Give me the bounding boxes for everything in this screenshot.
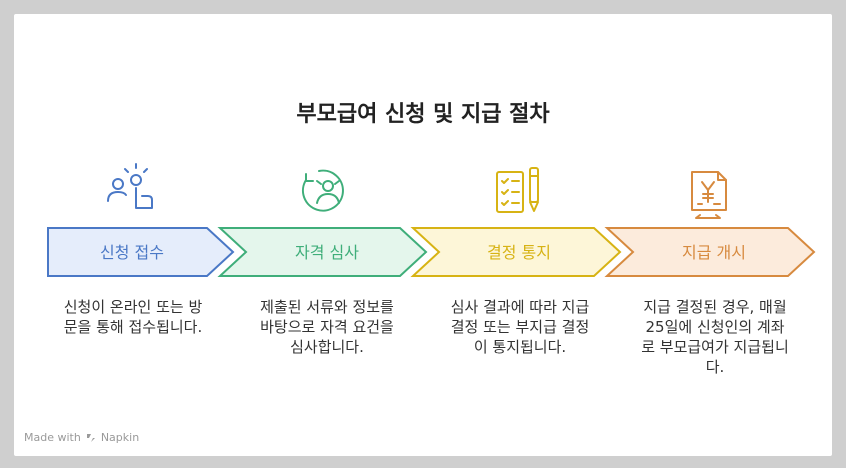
step-label-notify: 결정 통지 <box>487 243 551 262</box>
step-arrow-notify <box>410 227 622 277</box>
napkin-logo-icon <box>86 433 95 442</box>
person-pointing-icon <box>107 163 153 209</box>
step-description-payment: 지급 결정된 경우, 매월 25일에 신청인의 계좌로 부모급여가 지급됩니다. <box>641 298 789 376</box>
step-label-payment: 지급 개시 <box>682 243 746 262</box>
step-label-review: 자격 심사 <box>295 243 359 262</box>
napkin-brand-text: Napkin <box>100 431 140 444</box>
diagram-title: 부모급여 신청 및 지급 절차 <box>296 102 550 127</box>
step-arrow-payment <box>604 227 816 277</box>
made-with-text: Made with <box>24 431 81 444</box>
made-with-badge: Made with Napkin <box>24 431 139 444</box>
step-arrow-apply <box>47 227 235 277</box>
step-description-notify: 심사 결과에 따라 지급 결정 또는 부지급 결정이 통지됩니다. <box>450 298 590 356</box>
step-description-apply: 신청이 온라인 또는 방문을 통해 접수됩니다. <box>63 298 203 336</box>
reviewer-icon <box>301 169 344 212</box>
yen-document-icon <box>691 171 727 219</box>
step-description-review: 제출된 서류와 정보를 바탕으로 자격 요건을 심사합니다. <box>260 298 394 356</box>
checklist-pen-icon <box>496 167 539 213</box>
step-label-apply: 신청 접수 <box>100 243 164 262</box>
step-arrow-review <box>217 227 428 277</box>
